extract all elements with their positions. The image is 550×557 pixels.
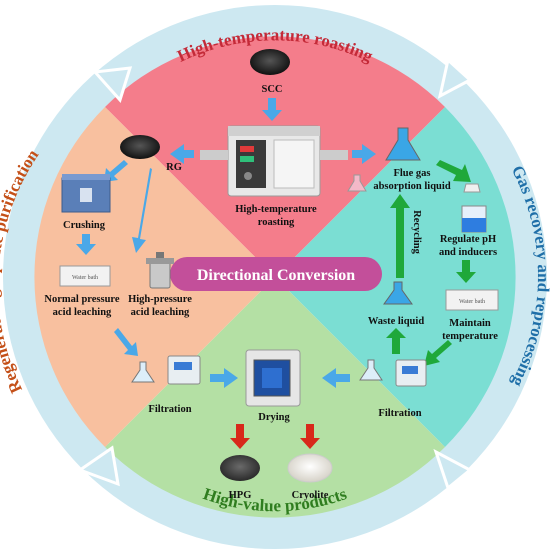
cryolite-powder-icon [287,453,333,483]
water-bath-right-icon: Water bath [445,289,499,311]
gas-bottle-small-icon [347,174,367,192]
arrow-filtration-to-waste [386,328,406,354]
normal-pressure-label-2: acid leaching [53,307,112,318]
flue-gas-label-2: absorption liquid [373,181,450,192]
regulate-label-2: and inducers [439,247,497,258]
arrow-crushing-to-normal [76,234,96,255]
arrow-rg-to-highpressure [132,168,152,253]
waste-liquid-label: Waste liquid [368,316,424,327]
arrow-regulate-to-bath [456,260,476,283]
arrow-scc-down [262,98,282,121]
ring-arrow-bottomright [433,448,473,491]
hpg-powder-icon [220,455,260,481]
arrow-maintain-to-filtration [424,340,452,366]
roasting-label-2: roasting [258,217,295,228]
filtration-left-label: Filtration [148,404,191,415]
maintain-label-1: Maintain [449,318,491,329]
arrow-drying-to-cryolite [300,424,320,449]
hpg-label: HPG [229,490,252,501]
filtration-right-label: Filtration [378,408,421,419]
scc-label: SCC [261,84,282,95]
arrow-leaching-to-filtration [114,328,138,356]
reagent-beaker-icon [461,183,487,233]
quadrant-right [275,107,516,447]
rg-label: RG [166,162,182,173]
normal-pressure-label-1: Normal pressure [44,294,119,305]
filtration-pump-left-icon [131,355,201,385]
ring-arrow-topleft [91,66,133,103]
arrow-furnace-to-rg [170,144,194,164]
scc-powder-icon [250,49,290,75]
arrow-furnace-to-flue [352,144,376,164]
ring-arrow-bottomleft [76,445,120,487]
roasting-label-1: High-temperature [235,204,317,215]
drying-oven-icon [245,349,301,407]
maintain-label-2: temperature [442,331,498,342]
center-label: Directional Conversion [197,267,355,284]
tube-furnace-icon [200,125,348,197]
recycling-label: Recycling [411,210,422,254]
cryolite-label: Cryolite [292,490,329,501]
high-pressure-label-2: acid leaching [131,307,190,318]
arrow-left-filtration-to-drying [210,368,238,388]
arrow-drying-to-hpg [230,424,250,449]
svg-text:Water bath: Water bath [72,275,98,281]
flue-gas-label-1: Flue gas [393,168,430,179]
arrow-right-filtration-to-drying [322,368,350,388]
svg-text:Water bath: Water bath [459,299,485,305]
filtration-pump-right-icon [359,359,427,387]
autoclave-icon [146,252,174,289]
regulate-label-1: Regulate pH [440,234,496,245]
high-pressure-label-1: High-pressure [128,294,192,305]
crusher-icon [61,174,111,213]
flask-icon [385,127,421,161]
drying-label: Drying [258,412,290,423]
water-bath-left-icon: Water bath [59,265,111,287]
rg-powder-icon [120,135,160,159]
ring-arrow-topright [437,57,473,99]
arrow-flue-to-regulate [436,160,471,182]
crushing-label: Crushing [63,220,106,231]
waste-liquid-flask-icon [383,281,413,305]
arrow-recycling [390,194,410,278]
center-pill [170,257,382,291]
